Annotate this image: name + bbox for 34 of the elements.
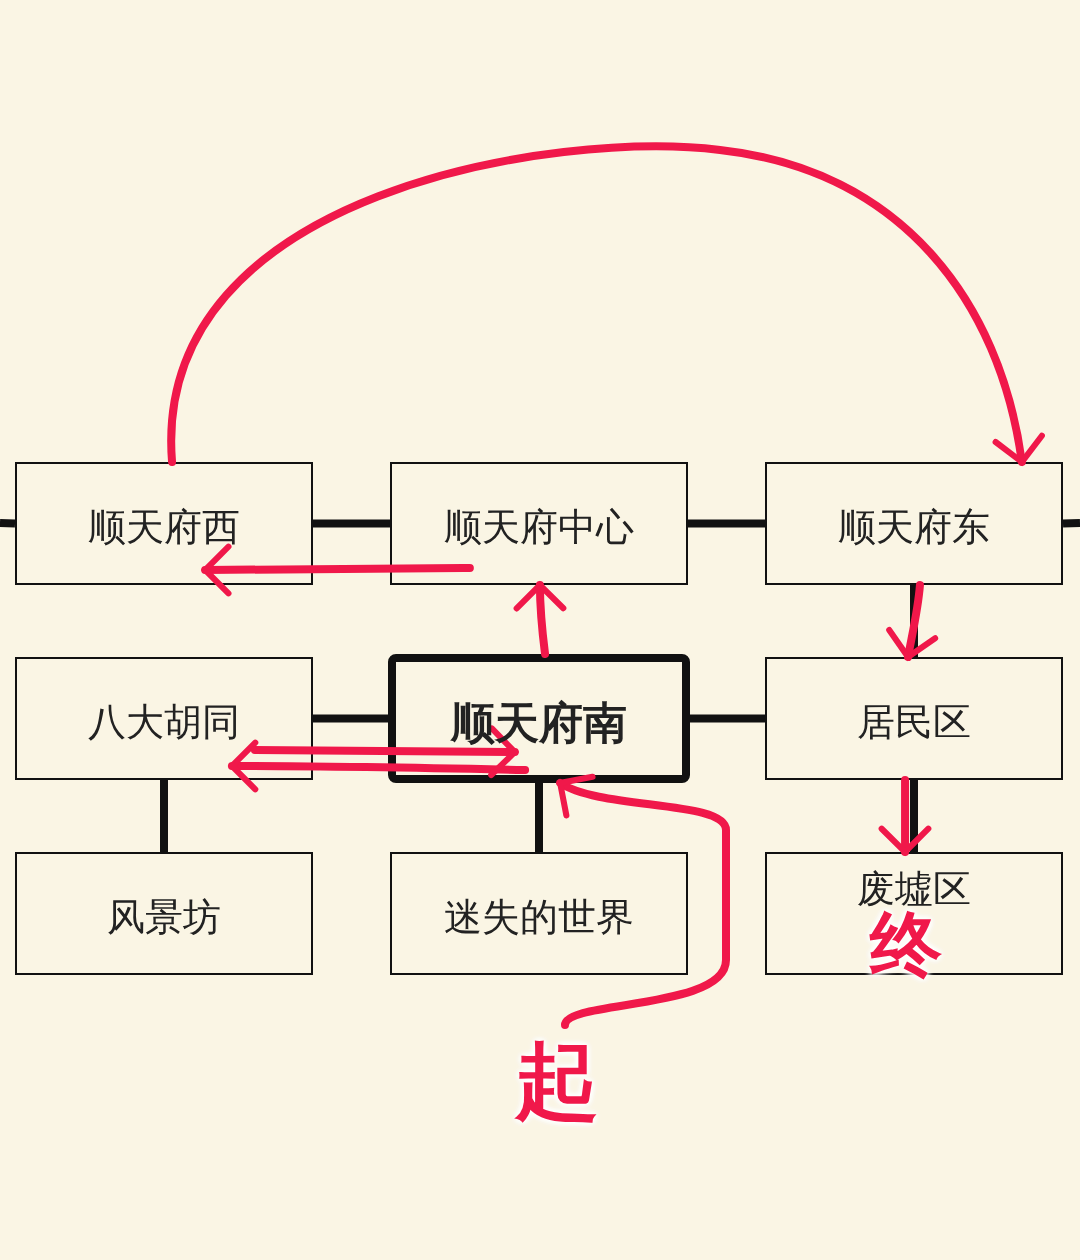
route-arrow: [886, 581, 939, 661]
connector-line: [688, 519, 765, 528]
place-box: [390, 462, 688, 585]
connector-line: [313, 519, 390, 528]
place-name: 顺天府南: [449, 696, 628, 750]
route-arrow: [250, 725, 519, 779]
route-arrow: [513, 581, 567, 658]
place-box: [765, 657, 1063, 780]
place-box: [765, 462, 1063, 585]
connector-line: [690, 714, 765, 723]
place-box: [390, 852, 688, 975]
place-name: 迷失的世界: [443, 894, 635, 941]
route-arrow: [878, 776, 932, 856]
connector-line: [0, 519, 16, 528]
route-arrow: [227, 739, 530, 793]
connector-line: [910, 780, 918, 852]
place-name: 顺天府东: [837, 504, 991, 551]
place-name: 风景坊: [106, 894, 222, 941]
place-name: 八大胡同: [87, 699, 241, 746]
connector-line: [313, 714, 388, 723]
start-label: 起: [515, 1025, 599, 1139]
place-box: [15, 657, 313, 780]
place-box: [15, 462, 313, 585]
place-box: [388, 654, 690, 783]
route-arrow: [201, 543, 474, 597]
route-arrow: [168, 142, 1044, 466]
connector-line: [160, 780, 168, 852]
connector-line: [535, 783, 543, 852]
place-name: 顺天府中心: [443, 504, 635, 551]
connector-line: [1062, 519, 1080, 528]
place-name: 顺天府西: [87, 504, 241, 551]
place-box: [15, 852, 313, 975]
connector-line: [910, 585, 918, 657]
place-name: 居民区: [856, 699, 972, 746]
